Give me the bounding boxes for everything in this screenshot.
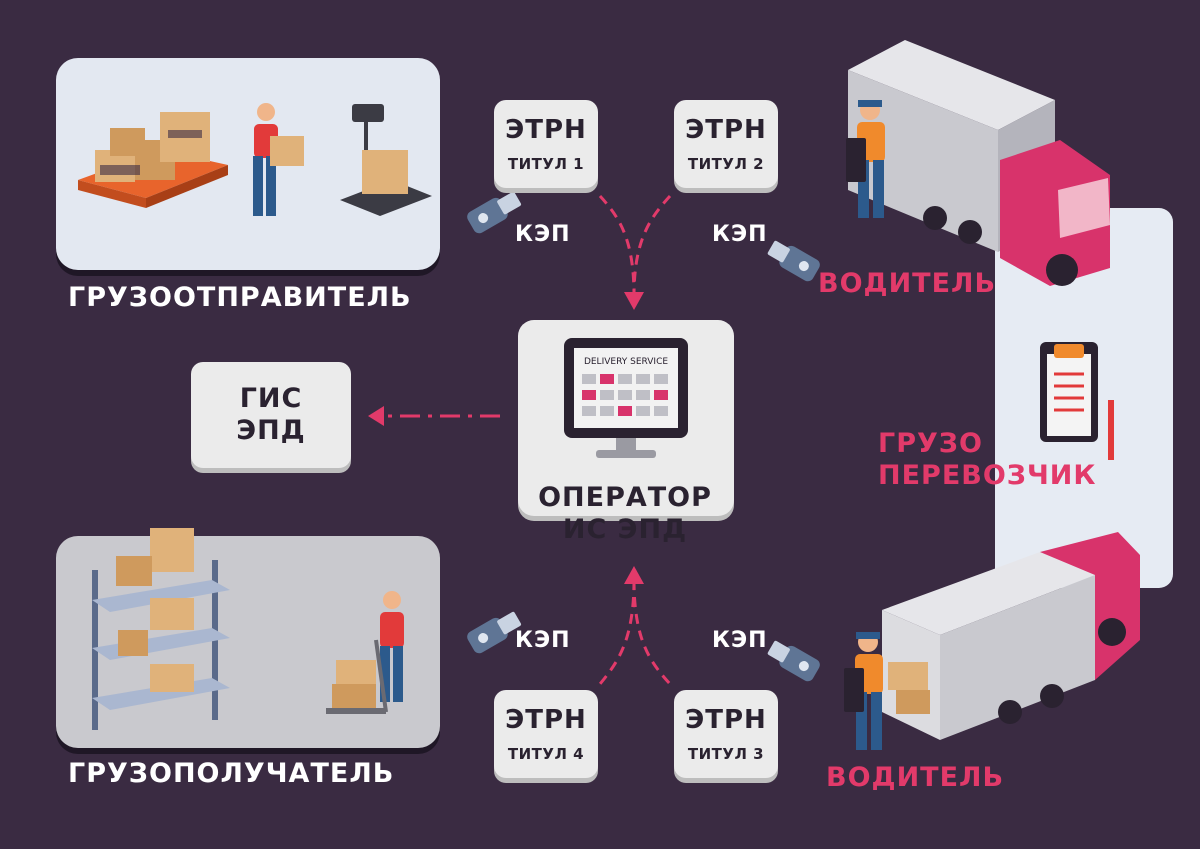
clipboard-icon: [1040, 342, 1114, 460]
kep-label-bl: КЭП: [515, 628, 571, 653]
worker-carrying-box-illustration: [253, 103, 304, 216]
driver-top-illustration: [846, 100, 885, 218]
arrow-operator-to-title3: [632, 579, 672, 686]
etrn-title-4-heading: ЭТРН: [505, 705, 587, 735]
carrier-label: ГРУЗО ПЕРЕВОЗЧИК: [878, 428, 1096, 492]
etrn-title-3-subtitle: ТИТУЛ 3: [687, 745, 765, 763]
etrn-title-2-card: ЭТРН ТИТУЛ 2: [674, 100, 778, 188]
etrn-title-3-card: ЭТРН ТИТУЛ 3: [674, 690, 778, 778]
driver-bottom-illustration: [844, 632, 883, 750]
carrier-label-line1: ГРУЗО: [878, 428, 983, 459]
consignee-label: ГРУЗОПОЛУЧАТЕЛЬ: [68, 758, 395, 789]
arrowhead-left: [368, 406, 384, 426]
truck-top-illustration: [848, 40, 1110, 286]
usb-key-icon-br: [767, 640, 820, 682]
etrn-title-4-card: ЭТРН ТИТУЛ 4: [494, 690, 598, 778]
worker-with-cart-illustration: [326, 591, 404, 714]
monitor-screen-title: DELIVERY SERVICE: [584, 357, 668, 367]
etrn-title-2-subtitle: ТИТУЛ 2: [687, 155, 765, 173]
usb-key-icon-tr: [767, 240, 820, 282]
driver-bottom-label: ВОДИТЕЛЬ: [826, 762, 1005, 793]
weighing-scale-illustration: [340, 104, 432, 216]
operator-label: ОПЕРАТОР ИС ЭПД: [500, 482, 750, 546]
etrn-title-3-heading: ЭТРН: [685, 705, 767, 735]
arrowhead-down: [624, 292, 644, 310]
gis-epd-line2: ЭПД: [236, 415, 306, 446]
carrier-label-line2: ПЕРЕВОЗЧИК: [878, 460, 1097, 491]
warehouse-shelf-illustration: [92, 528, 230, 730]
gis-epd-line1: ГИС: [239, 383, 303, 414]
truck-bottom-illustration: [882, 532, 1140, 740]
operator-label-line2: ИС ЭПД: [562, 514, 688, 545]
arrow-operator-to-title4: [598, 579, 636, 685]
driver-top-label: ВОДИТЕЛЬ: [818, 268, 997, 299]
etrn-title-4-subtitle: ТИТУЛ 4: [507, 745, 585, 763]
etrn-title-1-heading: ЭТРН: [505, 115, 587, 145]
arrowhead-up: [624, 566, 644, 584]
etrn-title-1-subtitle: ТИТУЛ 1: [507, 155, 585, 173]
monitor-icon: DELIVERY SERVICE: [564, 338, 688, 458]
kep-label-tr: КЭП: [712, 222, 768, 247]
flow-arrows: [382, 194, 672, 686]
usb-key-icon-tl: [467, 191, 522, 234]
arrow-title1-to-operator: [598, 194, 636, 297]
etrn-title-1-card: ЭТРН ТИТУЛ 1: [494, 100, 598, 188]
kep-label-tl: КЭП: [515, 222, 571, 247]
etrn-title-2-heading: ЭТРН: [685, 115, 767, 145]
shipper-label: ГРУЗООТПРАВИТЕЛЬ: [68, 282, 412, 313]
kep-label-br: КЭП: [712, 628, 768, 653]
operator-label-line1: ОПЕРАТОР: [538, 482, 712, 513]
pallet-boxes-illustration: [78, 112, 228, 208]
gis-epd-card: ГИС ЭПД: [191, 362, 351, 468]
usb-key-icon-bl: [467, 611, 522, 654]
arrow-title2-to-operator: [632, 194, 672, 297]
